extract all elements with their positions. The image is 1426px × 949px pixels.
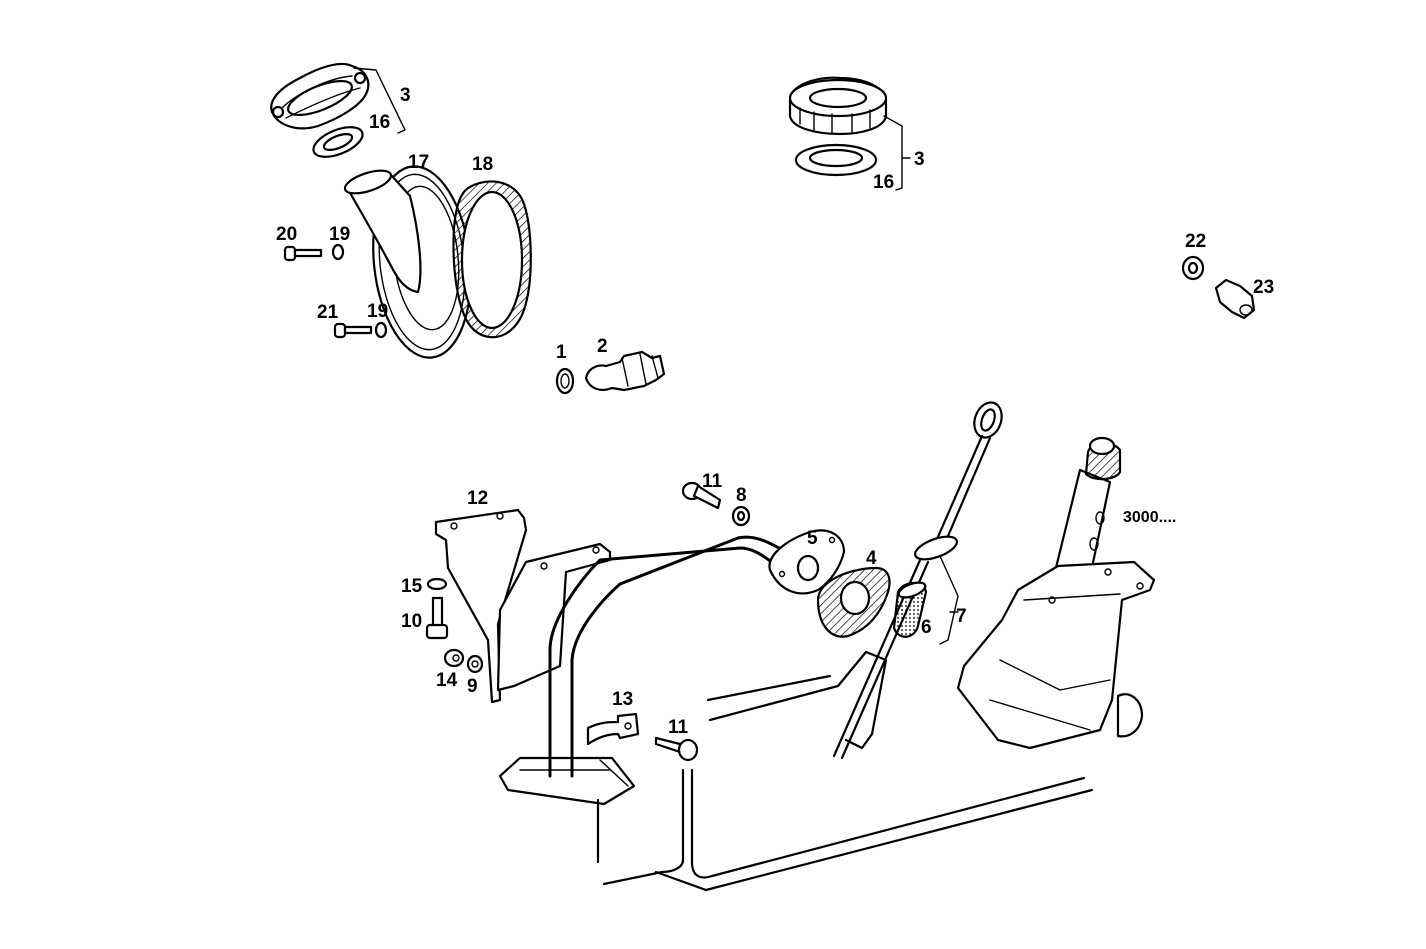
callout-7-dipstick: 7 (956, 606, 967, 627)
washer-part-15 (426, 577, 448, 591)
washer-part-9 (466, 654, 484, 674)
callout-9-washer: 9 (467, 676, 478, 697)
grommet-part-6 (892, 581, 928, 638)
washer-part-19b (374, 321, 388, 339)
pipe-foot (498, 756, 636, 806)
callout-2-breather: 2 (597, 336, 608, 357)
filler-pipe-part-5 (548, 529, 846, 778)
callout-18-gasket: 18 (472, 154, 494, 175)
callout-13-clamp: 13 (612, 689, 634, 710)
callout-3-filler-cap: 3 (914, 149, 925, 170)
gasket-part-4 (816, 566, 891, 638)
washer-part-8 (731, 505, 751, 527)
callout-15-washer: 15 (401, 576, 423, 597)
callout-10-bolt: 10 (401, 611, 423, 632)
plug-part-23 (1214, 278, 1256, 320)
callout-21-screw: 21 (317, 302, 339, 323)
callout-14-nut: 14 (436, 670, 458, 691)
screw-part-11a (681, 481, 722, 510)
callout-19-washer: 19 (329, 224, 351, 245)
filler-cap-flange-part-3 (270, 62, 406, 134)
gasket-part-18 (452, 180, 532, 339)
seal-ring-part-16 (312, 126, 364, 158)
callout-8-washer: 8 (736, 485, 747, 506)
callout-1-seal-ring: 1 (556, 342, 567, 363)
callout-20-screw: 20 (276, 224, 298, 245)
bolt-part-10 (425, 596, 449, 640)
nut-part-14 (443, 648, 465, 668)
callout-17-filler-neck: 17 (408, 152, 430, 173)
filler-cap-part-3 (788, 76, 911, 191)
callout-3000-oil-pump: 3000.... (1123, 509, 1177, 526)
breather-fitting-part-2 (584, 350, 666, 392)
callout-6-grommet: 6 (921, 617, 932, 638)
washer-part-22 (1181, 255, 1205, 281)
callout-3-cap-assembly: 3 (400, 85, 411, 106)
callout-22-washer: 22 (1185, 231, 1207, 252)
screw-part-21 (333, 322, 373, 339)
callout-19-washer-b: 19 (367, 301, 389, 322)
seal-ring-part-16b (794, 143, 878, 177)
callout-16-seal: 16 (369, 112, 391, 133)
filler-neck-part-17 (343, 165, 472, 359)
washer-part-19a (331, 243, 345, 261)
oil-sump-outline (596, 674, 1094, 892)
clamp-part-13 (586, 712, 640, 746)
callout-23-plug: 23 (1253, 277, 1275, 298)
callout-16-seal-b: 16 (873, 172, 895, 193)
callout-5-flange: 5 (807, 528, 818, 549)
oil-pump-3000 (956, 436, 1156, 750)
callout-11-screw: 11 (702, 471, 723, 492)
screw-part-11b (654, 736, 699, 762)
callout-12-bracket: 12 (467, 488, 489, 509)
seal-ring-part-1 (555, 367, 575, 395)
bracket-part-12 (434, 508, 612, 704)
callout-11-screw-b: 11 (668, 717, 689, 738)
dip-tube (836, 650, 888, 750)
screw-part-20 (283, 245, 323, 262)
callout-4-gasket: 4 (866, 548, 877, 569)
